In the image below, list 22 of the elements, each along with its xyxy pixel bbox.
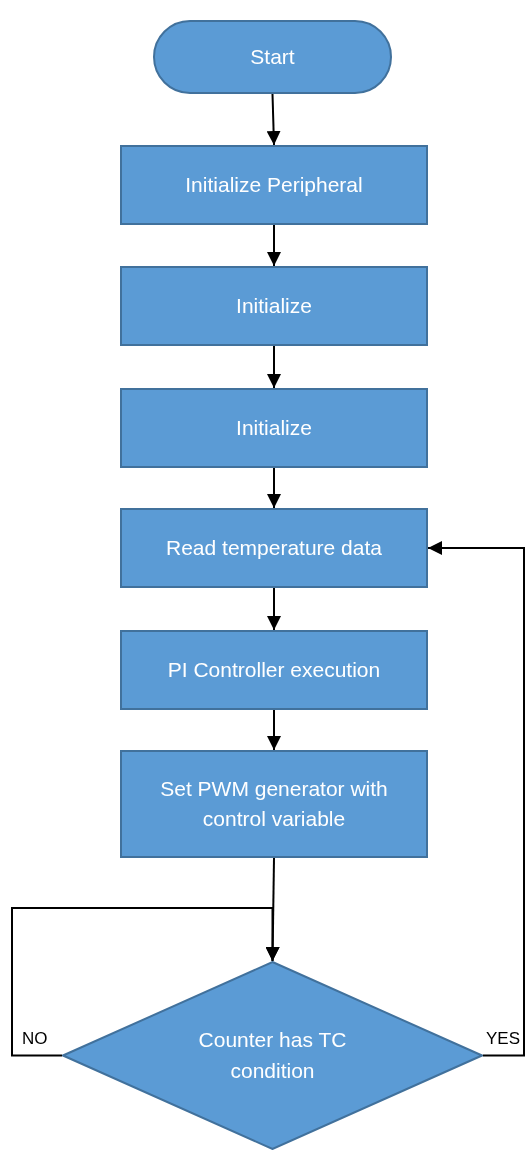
arrow [427, 541, 525, 1057]
arrow [267, 709, 281, 751]
process-box [120, 508, 428, 588]
arrow [267, 587, 281, 631]
process-box [120, 388, 428, 468]
process-box [120, 145, 428, 225]
arrow [11, 907, 280, 1057]
node-label: Start [249, 43, 296, 70]
node-label: Set PWM generator with control variable [159, 775, 389, 832]
node-label: Initialize [235, 414, 313, 441]
process-box [120, 266, 428, 346]
node-label: Read temperature data [165, 534, 383, 561]
process-box [120, 750, 428, 858]
node-label: PI Controller execution [166, 656, 382, 683]
arrow [266, 93, 281, 146]
arrow [267, 467, 281, 509]
arrow [267, 345, 281, 389]
process-box [120, 630, 428, 710]
node-label: Initialize Peripheral [184, 171, 364, 198]
node-label: Initialize [235, 292, 313, 319]
node-label: Counter has TC condition [197, 1027, 348, 1084]
arrow [267, 224, 281, 267]
